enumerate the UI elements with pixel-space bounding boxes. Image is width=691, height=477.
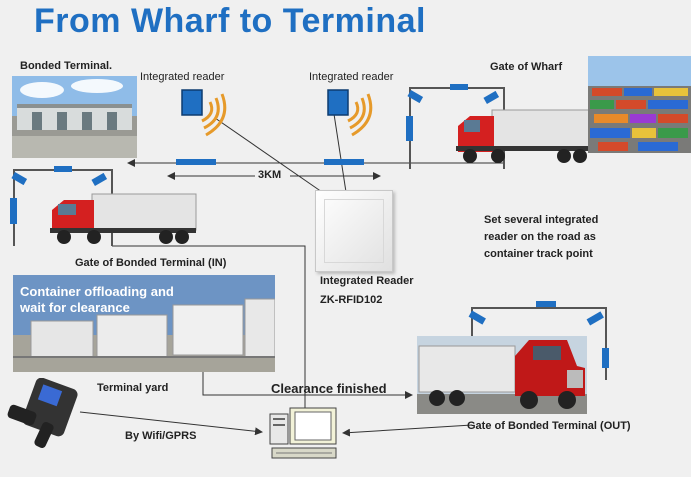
- gate-of-wharf-label: Gate of Wharf: [490, 61, 563, 73]
- integrated-reader-1: [176, 89, 227, 165]
- wharf-truck: [456, 109, 595, 163]
- gate-out-label: Gate of Bonded Terminal (OUT): [467, 420, 631, 432]
- gate-out-truck-photo: [417, 336, 587, 414]
- gate-out-link: [342, 424, 473, 437]
- gate-in-truck: [50, 193, 197, 244]
- reader-name-label: Integrated Reader: [320, 275, 414, 287]
- integrated-reader-2-label: Integrated reader: [309, 71, 394, 83]
- track-point-text-2: reader on the road as: [484, 231, 596, 243]
- bonded-terminal-label: Bonded Terminal.: [20, 60, 113, 72]
- offload-text-2: wait for clearance: [20, 300, 130, 315]
- integrated-reader-2: [324, 89, 373, 165]
- computer-icon: [269, 407, 337, 459]
- gate-in-label: Gate of Bonded Terminal (IN): [75, 257, 227, 269]
- terminal-yard-label: Terminal yard: [97, 382, 169, 394]
- terminal-yard-photo: [13, 275, 275, 372]
- wifi-label: By Wifi/GPRS: [125, 430, 197, 442]
- wharf-port-photo: [588, 56, 691, 153]
- offload-text-1: Container offloading and: [20, 284, 174, 299]
- reader1-link: [214, 117, 323, 193]
- integrated-reader-1-label: Integrated reader: [140, 71, 225, 83]
- reader2-link: [333, 113, 347, 193]
- integrated-reader-device: [315, 190, 393, 272]
- handheld-terminal-icon: [7, 378, 78, 449]
- track-point-text-1: Set several integrated: [484, 214, 599, 226]
- distance-label: 3KM: [258, 169, 282, 181]
- clearance-label: Clearance finished: [271, 381, 387, 396]
- bonded-terminal-photo: [12, 76, 137, 158]
- reader-model-label: ZK-RFID102: [320, 294, 383, 306]
- gate-in-link: [112, 245, 306, 412]
- handheld-link: [79, 411, 263, 436]
- page-title: From Wharf to Terminal: [34, 2, 426, 40]
- track-point-text-3: container track point: [484, 248, 593, 260]
- yard-link: [202, 372, 413, 399]
